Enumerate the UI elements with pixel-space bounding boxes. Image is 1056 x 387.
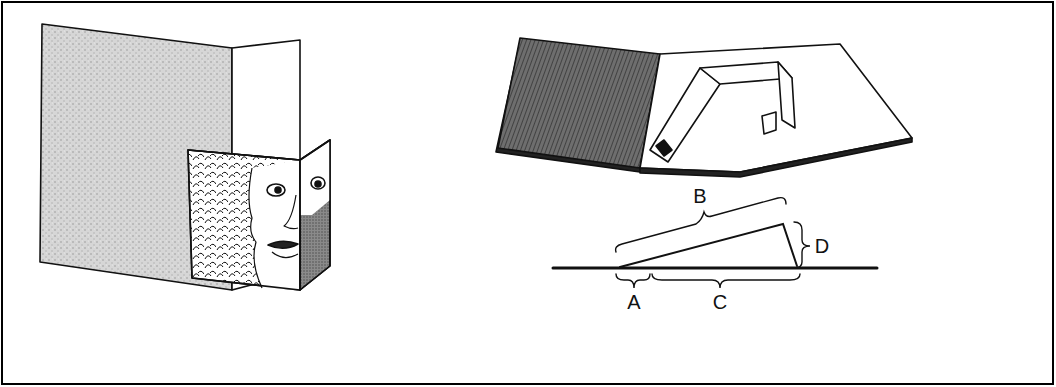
part-label-holder: B [693, 186, 706, 206]
part-label-holder: C [713, 292, 727, 312]
part-label-holder: A [627, 292, 640, 312]
dimension-letter: C [713, 292, 727, 312]
dimension-letter: D [815, 236, 829, 256]
cube-card [40, 24, 330, 290]
bridge-card [496, 38, 912, 177]
section-diagram [553, 198, 877, 288]
dimension-letter: A [627, 292, 640, 312]
dimension-letter: B [693, 186, 706, 206]
part-label-holder: D [815, 236, 829, 256]
